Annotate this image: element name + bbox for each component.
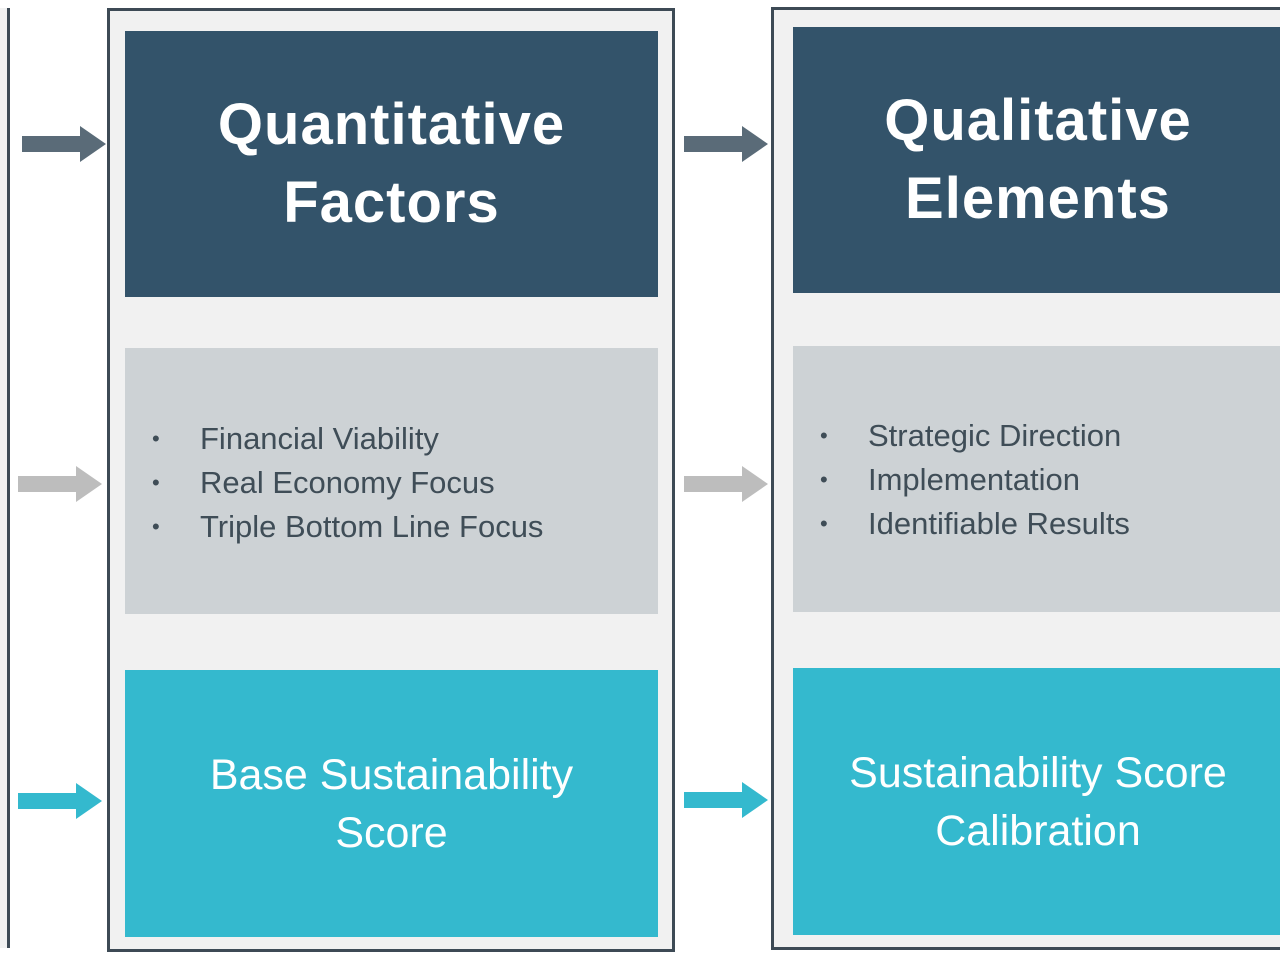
result-line: Base Sustainability — [209, 750, 574, 799]
list-item: Identifiable Results — [820, 502, 1130, 546]
qualitative-column: Qualitative Elements Strategic Direction… — [771, 7, 1280, 950]
list-item: Strategic Direction — [820, 414, 1130, 458]
header-line: Quantitative — [217, 92, 566, 157]
arrow-to-quantitative-list — [18, 466, 102, 502]
base-score-box: Base Sustainability Score — [125, 670, 658, 937]
list-item: Triple Bottom Line Focus — [152, 505, 543, 549]
result-line: Sustainability Score — [849, 748, 1227, 797]
arrow-to-score-calibration — [684, 782, 768, 818]
score-calibration-box: Sustainability Score Calibration — [793, 668, 1280, 935]
header-line: Elements — [905, 166, 1171, 231]
arrow-to-base-score — [18, 783, 102, 819]
header-line: Qualitative — [884, 88, 1192, 153]
arrow-to-qualitative-header — [684, 126, 768, 162]
arrow-to-qualitative-list — [684, 466, 768, 502]
list-item: Implementation — [820, 458, 1130, 502]
qualitative-header: Qualitative Elements — [793, 27, 1280, 293]
result-line: Score — [335, 808, 448, 857]
qualitative-list: Strategic Direction Implementation Ident… — [793, 346, 1280, 612]
previous-column-frame — [0, 8, 10, 948]
list-item: Financial Viability — [152, 417, 543, 461]
list-item: Real Economy Focus — [152, 461, 543, 505]
header-line: Factors — [283, 170, 500, 235]
quantitative-column: Quantitative Factors Financial Viability… — [107, 8, 675, 952]
quantitative-list: Financial Viability Real Economy Focus T… — [125, 348, 658, 614]
arrow-to-quantitative-header — [22, 126, 106, 162]
result-line: Calibration — [935, 806, 1141, 855]
quantitative-header: Quantitative Factors — [125, 31, 658, 297]
